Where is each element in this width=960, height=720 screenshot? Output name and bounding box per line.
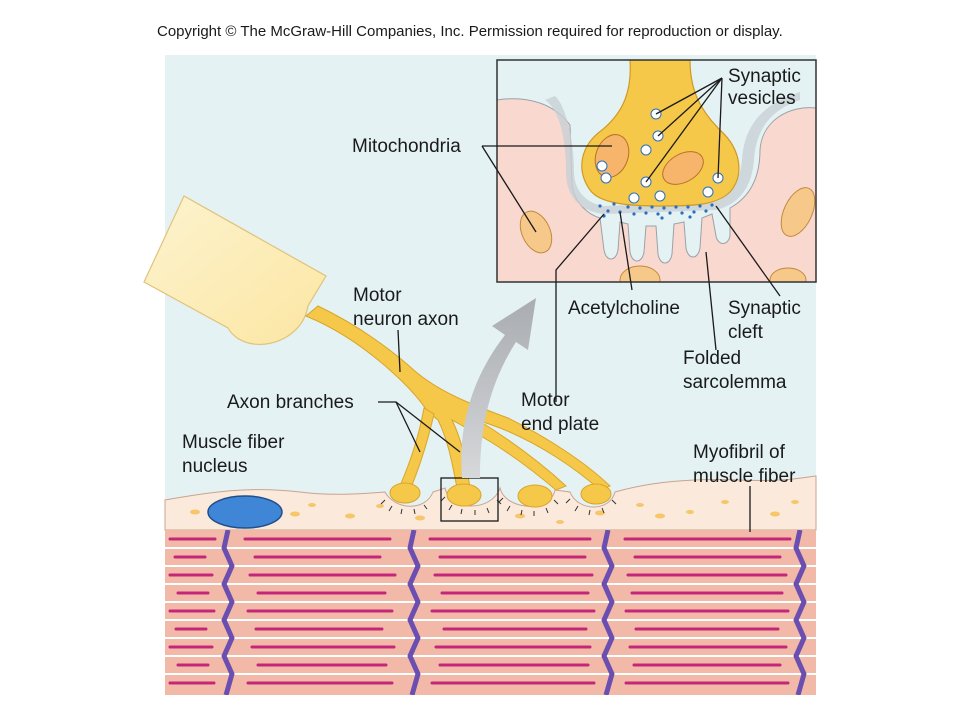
sarcoplasm-granules [190,500,799,524]
inset-muscle-tissue [497,98,816,282]
muscle-fiber-nucleus [207,495,283,529]
label-motor-neuron-axon: Motor neuron axon [353,285,459,330]
magnification-arrow [461,298,536,478]
inset-acetylcholine-molecules [598,202,714,220]
diagram-labels: Synaptic vesicles Mitochondria Motor neu… [182,66,806,487]
axon-terminals [389,482,612,508]
myelinated-axon-sheath [143,195,327,345]
motor-neuron-axon [305,305,611,491]
label-muscle-fiber-nucleus: Muscle fiber nucleus [182,432,290,477]
leader-lines [378,77,781,532]
sarcolemma [164,475,817,531]
copyright-notice: Copyright © The McGraw-Hill Companies, I… [157,23,783,40]
label-folded-sarcolemma: Folded sarcolemma [683,348,787,393]
muscle-fiber [165,530,816,695]
label-axon-branches: Axon branches [227,392,354,413]
label-myofibril: Myofibril of muscle fiber [693,442,796,487]
label-synaptic-vesicles: Synaptic vesicles [728,66,806,109]
label-synaptic-cleft: Synaptic cleft [728,298,806,343]
junctional-folds [380,496,617,516]
label-mitochondria: Mitochondria [352,136,461,157]
label-acetylcholine: Acetylcholine [568,298,680,319]
label-motor-end-plate: Motor end plate [521,390,599,435]
